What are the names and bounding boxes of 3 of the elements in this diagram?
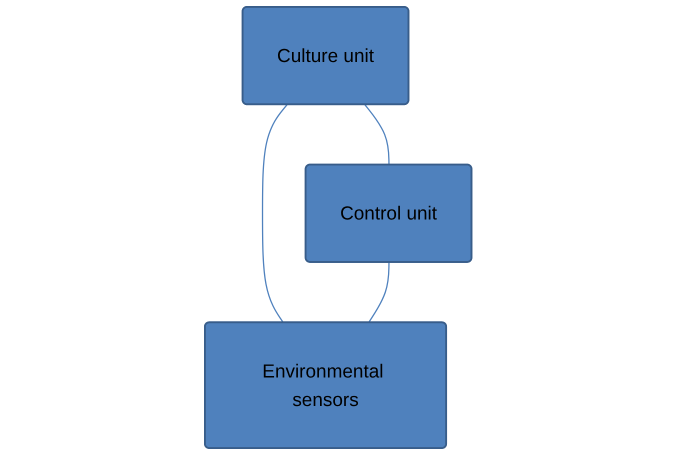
connector xyxy=(368,262,390,324)
connector xyxy=(364,104,390,166)
connector xyxy=(262,104,288,324)
